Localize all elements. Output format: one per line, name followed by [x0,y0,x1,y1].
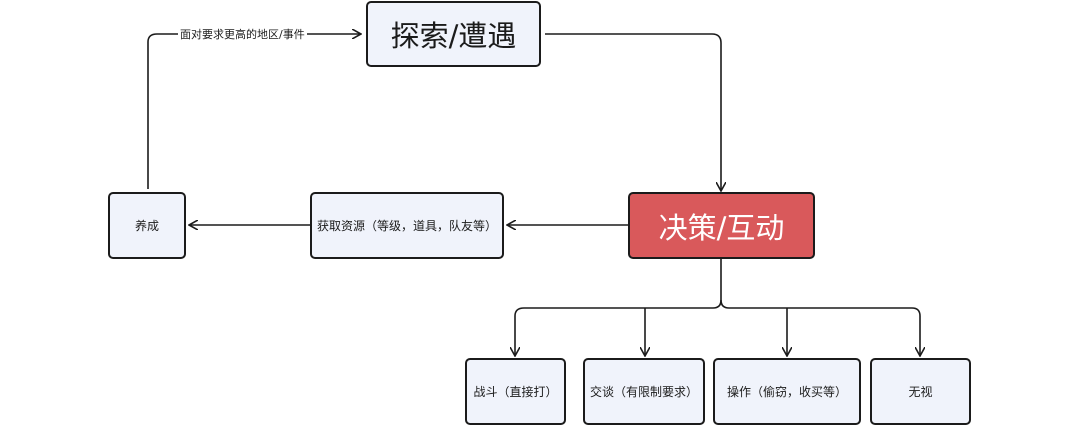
node-growth: 养成 [108,192,186,259]
node-operate-label: 操作（偷窃，收买等） [726,385,847,399]
node-operate: 操作（偷窃，收买等） [713,358,861,425]
node-growth-label: 养成 [134,219,159,233]
node-talk: 交谈（有限制要求） [583,358,705,425]
node-talk-label: 交谈（有限制要求） [589,385,698,399]
edge-decision-to-combat [515,299,722,355]
edge-explore-to-decision [545,33,721,190]
node-decision-label: 决策/互动 [658,210,785,245]
node-combat-label: 战斗（直接打） [473,385,558,399]
node-resources-label: 获取资源（等级，道具，队友等） [316,219,497,233]
node-explore: 探索/遭遇 [366,1,541,67]
node-combat: 战斗（直接打） [465,358,566,425]
node-explore-label: 探索/遭遇 [390,19,517,53]
edge-growth-to-explore [147,34,360,189]
node-ignore-label: 无视 [908,385,933,399]
edge-label-harder-regions: 面对要求更高的地区/事件 [178,26,307,42]
node-ignore: 无视 [870,358,971,425]
node-decision: 决策/互动 [628,192,815,259]
edge-decision-trunk [720,258,920,355]
node-resources: 获取资源（等级，道具，队友等） [310,192,504,259]
